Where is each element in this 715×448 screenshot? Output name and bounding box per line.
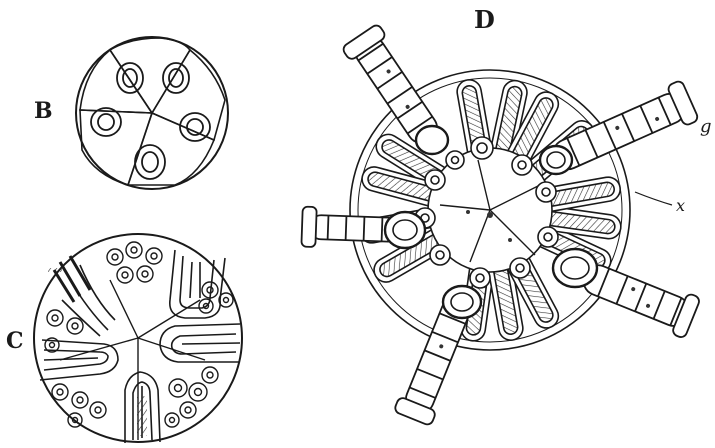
pointer-x-label: x [676, 198, 685, 214]
figure-b-lobes [80, 38, 225, 185]
figure-b-label: B [34, 100, 53, 122]
figure-d-label: D [474, 8, 495, 32]
figure-c-cross-section [34, 234, 242, 443]
figure-d-urchin-with-spines [301, 23, 700, 426]
spine-g-label: g [700, 118, 712, 136]
figure-b-cross-section [76, 37, 228, 189]
figure-c-label: C [6, 330, 24, 352]
figure-d-x-pointer [635, 192, 672, 205]
figure-b-pores [91, 63, 210, 179]
